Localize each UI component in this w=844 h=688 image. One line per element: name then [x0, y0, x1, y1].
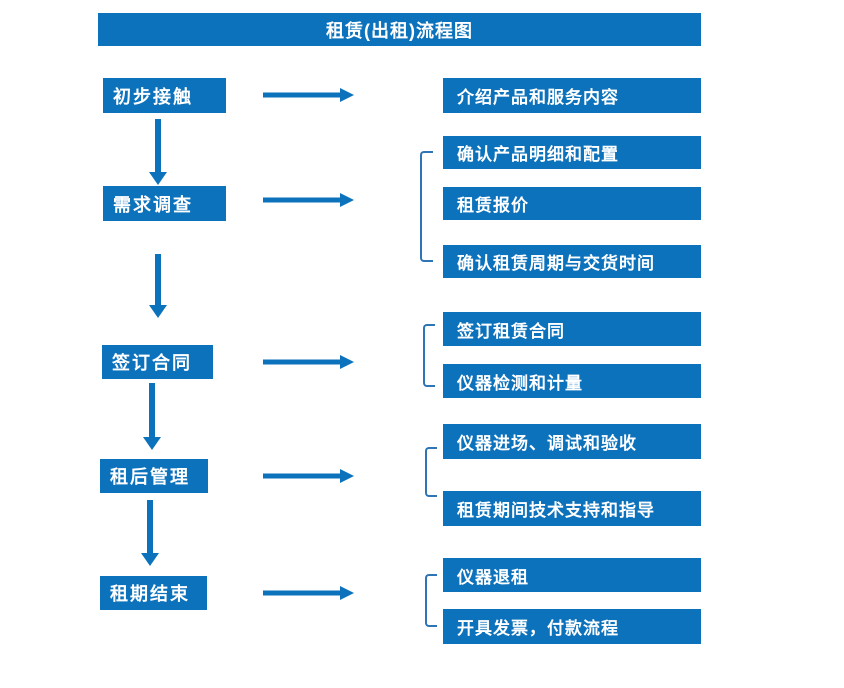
- group-bracket: [423, 324, 435, 387]
- detail-box: 租赁报价: [443, 187, 701, 220]
- step-box-initial-contact: 初步接触: [103, 78, 226, 113]
- step-box-sign-contract: 签订合同: [102, 345, 213, 379]
- group-bracket: [425, 574, 437, 627]
- right-arrow-icon: [263, 584, 354, 602]
- detail-box: 仪器退租: [443, 558, 701, 592]
- detail-box: 仪器检测和计量: [443, 364, 701, 398]
- right-arrow-icon: [263, 86, 354, 104]
- group-bracket: [420, 151, 433, 262]
- down-arrow-icon: [146, 254, 170, 318]
- right-arrow-icon: [263, 467, 354, 485]
- right-arrow-icon: [263, 353, 354, 371]
- detail-box: 租赁期间技术支持和指导: [443, 491, 701, 526]
- detail-box: 开具发票，付款流程: [443, 609, 701, 644]
- detail-box: 签订租赁合同: [443, 312, 701, 346]
- group-bracket: [425, 447, 437, 497]
- detail-box: 确认产品明细和配置: [443, 136, 701, 169]
- step-box-post-rental-management: 租后管理: [100, 459, 208, 493]
- detail-box: 确认租赁周期与交货时间: [443, 245, 701, 278]
- detail-box: 仪器进场、调试和验收: [443, 424, 701, 459]
- down-arrow-icon: [138, 500, 162, 566]
- flowchart-title: 租赁(出租)流程图: [98, 13, 701, 46]
- detail-box: 介绍产品和服务内容: [443, 78, 701, 113]
- step-box-rental-end: 租期结束: [100, 576, 207, 610]
- right-arrow-icon: [263, 191, 354, 209]
- down-arrow-icon: [146, 119, 170, 185]
- step-box-demand-survey: 需求调查: [103, 186, 226, 221]
- down-arrow-icon: [140, 383, 164, 450]
